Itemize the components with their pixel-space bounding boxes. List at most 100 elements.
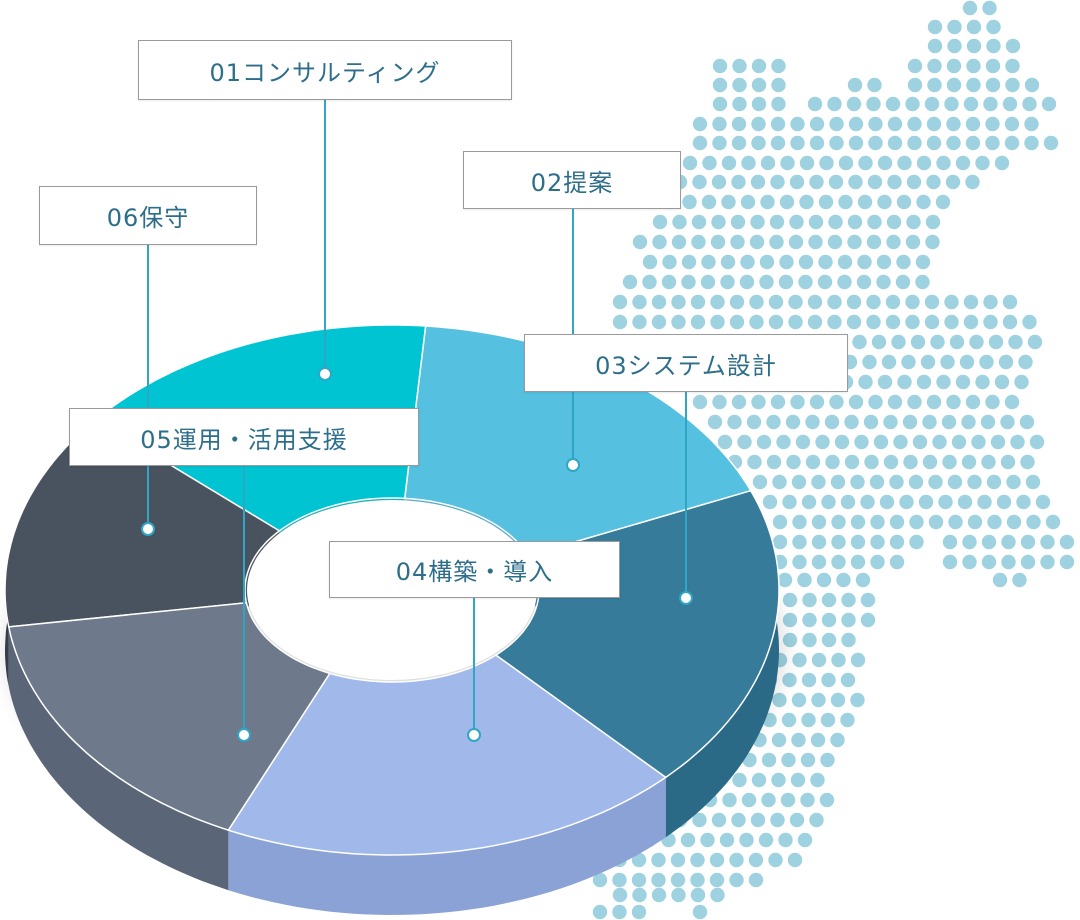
map-dot (712, 58, 728, 74)
map-dot (928, 474, 943, 490)
map-dot (791, 732, 806, 748)
map-dot (788, 234, 804, 250)
map-dot (963, 294, 979, 310)
map-dot (680, 832, 696, 848)
map-dot (936, 155, 951, 171)
map-dot (768, 852, 783, 868)
map-dot (780, 155, 795, 171)
map-dot (868, 116, 883, 132)
map-dot (827, 314, 842, 330)
map-dot (737, 434, 752, 450)
map-dot (837, 254, 853, 270)
map-dot (712, 96, 728, 112)
map-dot (959, 354, 975, 370)
map-dot (846, 96, 862, 112)
map-dot (792, 514, 807, 530)
map-dot (946, 58, 962, 74)
map-dot (748, 872, 764, 888)
map-dot (729, 314, 745, 330)
map-dot (809, 812, 824, 828)
map-dot (612, 314, 628, 330)
map-dot (1026, 514, 1041, 530)
map-dot (741, 792, 757, 808)
map-dot (866, 294, 881, 310)
map-dot (632, 314, 647, 330)
map-dot (985, 77, 1001, 93)
map-dot (740, 254, 755, 270)
map-dot (821, 672, 836, 688)
map-dot (710, 294, 725, 310)
map-dot (770, 812, 785, 828)
map-dot (1001, 554, 1016, 570)
map-dot (719, 832, 735, 848)
map-dot (789, 214, 804, 230)
map-dot (731, 812, 746, 828)
map-dot (800, 752, 816, 768)
map-dot (811, 554, 827, 570)
map-dot (846, 294, 862, 310)
map-dot (690, 294, 706, 310)
map-dot (889, 514, 905, 530)
map-dot (652, 234, 667, 250)
map-dot (1005, 77, 1020, 93)
map-dot (721, 194, 736, 210)
map-dot (897, 155, 912, 171)
map-dot (887, 135, 903, 151)
map-dot (811, 514, 827, 530)
map-dot (981, 534, 997, 550)
map-dot (739, 832, 754, 848)
map-dot (850, 534, 866, 550)
map-dot (962, 0, 978, 16)
map-dot (661, 274, 677, 290)
map-dot (908, 474, 924, 490)
map-dot (889, 554, 905, 570)
map-dot (760, 155, 776, 171)
map-dot (741, 155, 756, 171)
map-dot (967, 474, 982, 490)
stage-label-operation-support: 05運用・活用支援 (69, 408, 419, 466)
map-dot (790, 116, 805, 132)
map-dot (847, 77, 863, 93)
map-dot (816, 572, 832, 588)
map-dot (720, 274, 735, 290)
map-dot (770, 116, 786, 132)
map-dot (771, 58, 786, 74)
map-dot (975, 155, 990, 171)
map-dot (751, 116, 766, 132)
map-dot (672, 214, 687, 230)
map-dot (877, 374, 893, 390)
map-dot (801, 712, 816, 728)
map-dot (631, 872, 647, 888)
map-dot (841, 592, 856, 608)
map-dot (612, 294, 628, 310)
map-dot (781, 712, 797, 728)
map-dot (1035, 494, 1051, 510)
map-dot (808, 214, 824, 230)
map-dot (749, 234, 765, 250)
map-dot (802, 632, 817, 648)
map-dot (790, 772, 806, 788)
map-dot (1019, 414, 1035, 430)
map-dot (870, 554, 885, 570)
map-dot (907, 77, 923, 93)
map-dot (840, 712, 855, 728)
map-dot (942, 554, 958, 570)
map-dot (848, 135, 864, 151)
map-dot (901, 354, 916, 370)
map-dot (681, 254, 697, 270)
map-dot (866, 234, 882, 250)
map-dot (1004, 116, 1020, 132)
map-dot (809, 174, 824, 190)
map-dot (925, 214, 941, 230)
map-dot (692, 394, 708, 410)
map-dot (858, 155, 873, 171)
map-dot (761, 792, 776, 808)
map-dot (947, 19, 962, 35)
map-dot (847, 214, 863, 230)
map-dot (771, 77, 786, 93)
map-dot (771, 96, 786, 112)
map-dot (758, 832, 774, 848)
map-dot (739, 274, 755, 290)
map-dot (827, 294, 842, 310)
map-dot (778, 274, 794, 290)
